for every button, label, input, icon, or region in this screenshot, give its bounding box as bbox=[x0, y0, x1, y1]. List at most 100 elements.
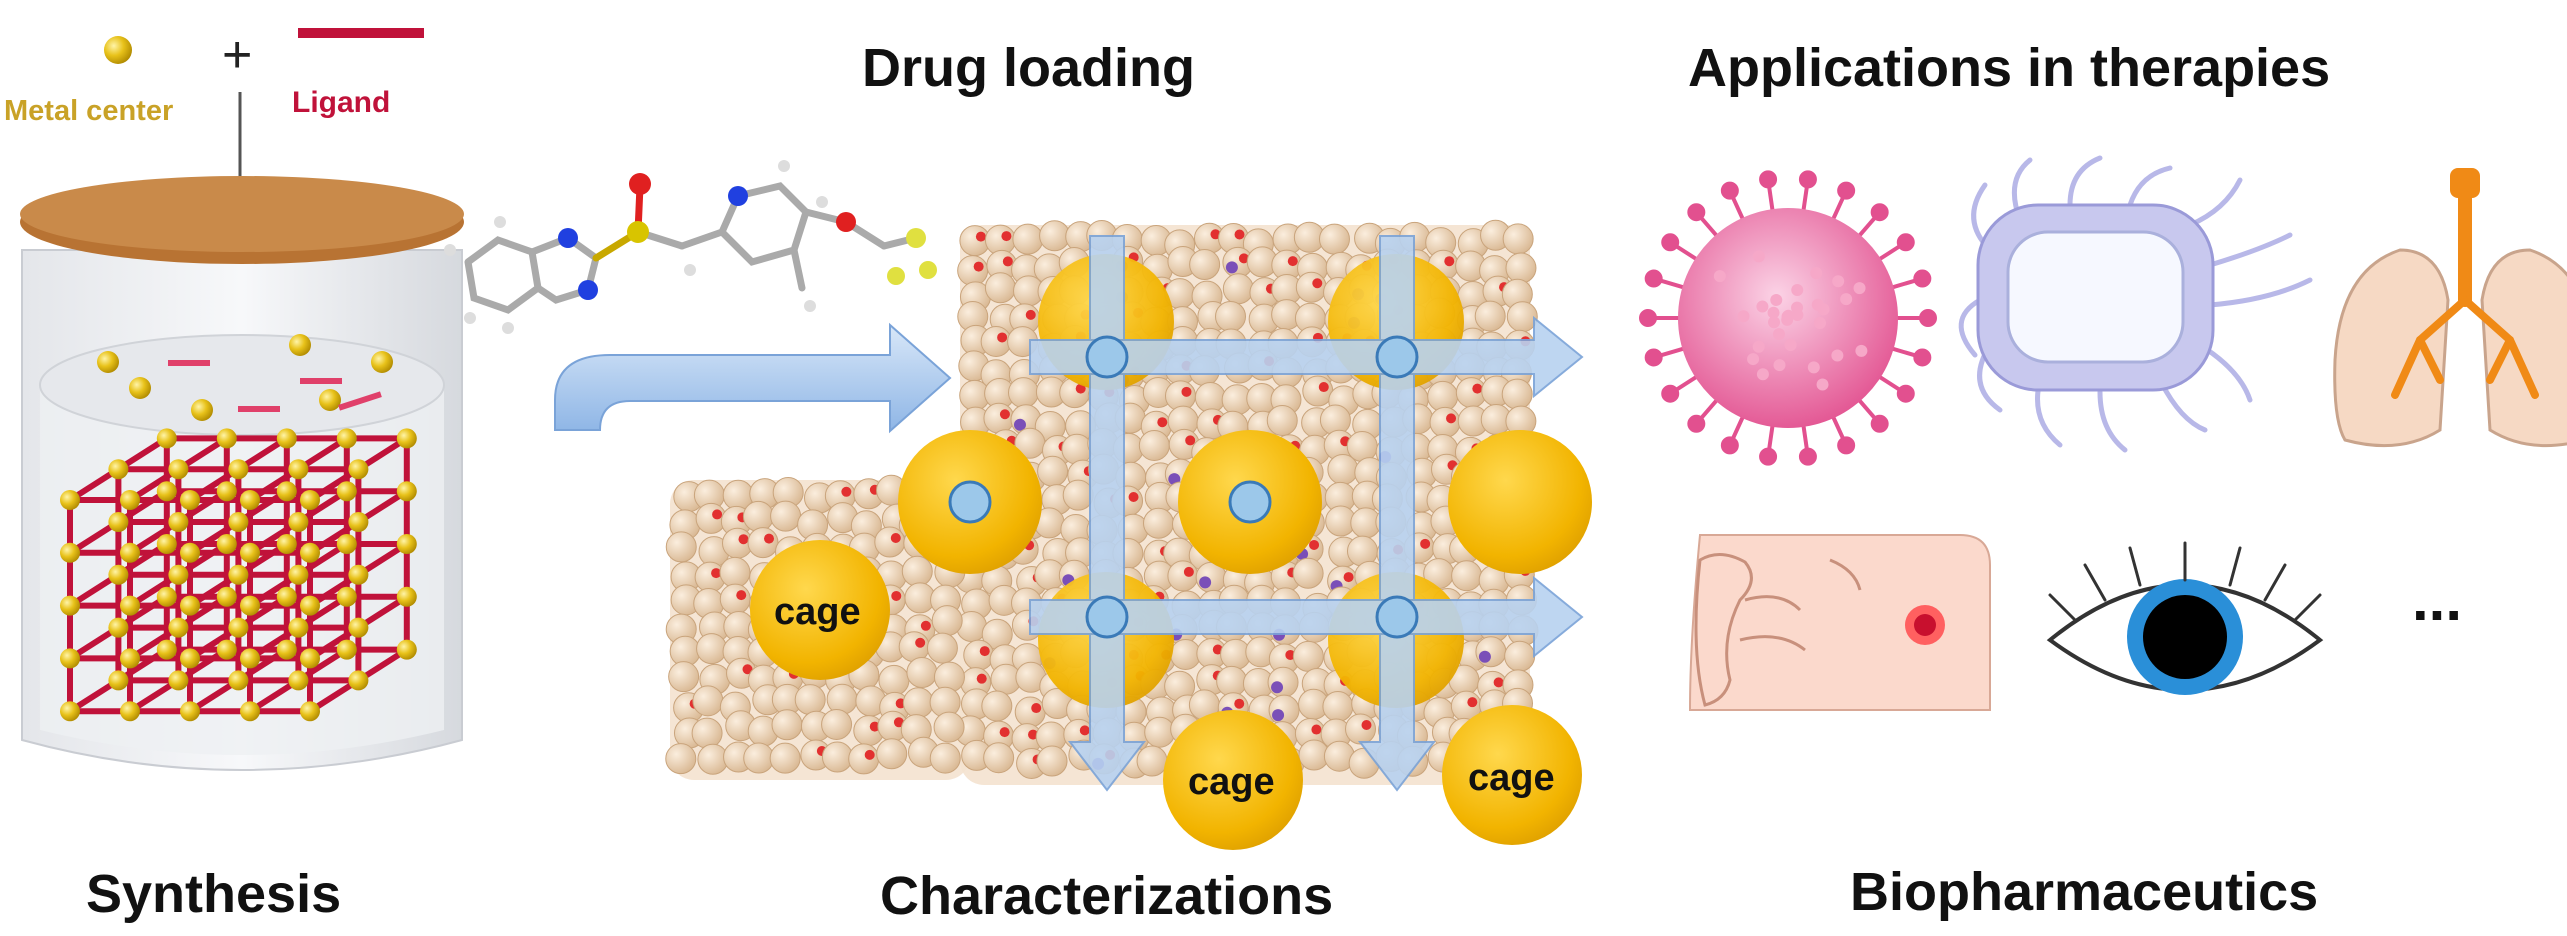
synthesis-title: Synthesis bbox=[86, 864, 341, 924]
lattice-node bbox=[240, 595, 260, 616]
lattice-node bbox=[120, 648, 140, 669]
cage-label-1: cage bbox=[774, 591, 861, 633]
lattice-node bbox=[336, 534, 357, 554]
lattice-node bbox=[240, 701, 260, 722]
reaction-vessel bbox=[20, 176, 464, 771]
lattice-node bbox=[108, 512, 129, 532]
lattice-node bbox=[60, 648, 80, 669]
lattice-node bbox=[108, 564, 129, 585]
lattice-node bbox=[180, 648, 200, 669]
lattice-node bbox=[180, 490, 200, 510]
lattice-node bbox=[216, 586, 237, 607]
cage-label-2: cage bbox=[1188, 761, 1275, 803]
lattice-node bbox=[276, 428, 297, 449]
channel-nodes bbox=[948, 335, 1419, 639]
lattice-node bbox=[216, 428, 237, 449]
applications-panel: Applications in therapies bbox=[1639, 38, 2567, 922]
lattice-node bbox=[216, 481, 237, 502]
cage bbox=[750, 540, 890, 680]
cage bbox=[1442, 705, 1582, 845]
lattice-node bbox=[240, 490, 260, 510]
lattice-node bbox=[228, 670, 249, 691]
mof-crystal-lattice bbox=[60, 428, 417, 722]
precursors bbox=[97, 334, 393, 421]
lattice-node bbox=[300, 595, 320, 616]
lattice-node bbox=[180, 701, 200, 722]
lattice-node bbox=[336, 586, 357, 607]
lattice-node bbox=[168, 670, 189, 691]
lattice-node bbox=[276, 639, 297, 660]
lattice-node bbox=[156, 586, 177, 607]
lattice-node bbox=[156, 639, 177, 660]
lattice-node bbox=[396, 534, 417, 554]
lattice-node bbox=[288, 512, 309, 532]
lattice-node bbox=[240, 648, 260, 669]
ligand-label: Ligand bbox=[292, 86, 390, 119]
lattice-node bbox=[300, 648, 320, 669]
lattice-node bbox=[336, 428, 357, 449]
lattice-node bbox=[276, 534, 297, 554]
lattice-node bbox=[348, 617, 369, 638]
lattice-node bbox=[396, 428, 417, 449]
lattice-node bbox=[168, 617, 189, 638]
lattice-node bbox=[396, 639, 417, 660]
lattice-node bbox=[348, 670, 369, 691]
drug-loading-panel: Drug loading bbox=[444, 38, 1592, 926]
lattice-node bbox=[120, 595, 140, 616]
lattice-node bbox=[156, 481, 177, 502]
lattice-node bbox=[288, 617, 309, 638]
lattice-node bbox=[288, 459, 309, 480]
lattice-node bbox=[276, 481, 297, 502]
drug-loading-arrow bbox=[554, 322, 952, 434]
lattice-node bbox=[108, 617, 129, 638]
lattice-node bbox=[60, 701, 80, 722]
synthesis-panel: Metal center + Ligand bbox=[4, 26, 464, 924]
lattice-node bbox=[228, 617, 249, 638]
lattice-node bbox=[348, 459, 369, 480]
skin-wound-icon bbox=[1688, 534, 1991, 711]
virus-icon bbox=[1639, 170, 1937, 466]
lattice-node bbox=[216, 534, 237, 554]
eye-icon bbox=[2046, 541, 2324, 695]
lattice-node bbox=[180, 595, 200, 616]
bacterium-icon bbox=[1958, 155, 2313, 453]
lattice-node bbox=[168, 512, 189, 532]
metal-center-icon bbox=[104, 36, 132, 64]
drug-loading-title: Drug loading bbox=[862, 38, 1195, 98]
lattice-node bbox=[156, 428, 177, 449]
ligand-icon bbox=[298, 28, 424, 38]
lattice-node bbox=[336, 639, 357, 660]
lattice-node bbox=[228, 459, 249, 480]
cage bbox=[1448, 430, 1592, 574]
biopharmaceutics-title: Biopharmaceutics bbox=[1850, 862, 2318, 922]
lattice-node bbox=[300, 490, 320, 510]
drug-molecule bbox=[464, 182, 920, 314]
lattice-node bbox=[288, 564, 309, 585]
lattice-node bbox=[396, 481, 417, 502]
lattice-node bbox=[396, 586, 417, 607]
lattice-node bbox=[240, 542, 260, 563]
lattice-node bbox=[228, 564, 249, 585]
lattice-node bbox=[108, 459, 129, 480]
lattice-node bbox=[336, 481, 357, 502]
lattice-node bbox=[348, 512, 369, 532]
lattice-node bbox=[156, 534, 177, 554]
lattice-node bbox=[108, 670, 129, 691]
characterizations-title: Characterizations bbox=[880, 866, 1333, 926]
lattice-node bbox=[60, 595, 80, 616]
lattice-node bbox=[168, 564, 189, 585]
lattice-node bbox=[120, 490, 140, 510]
lattice-node bbox=[300, 542, 320, 563]
more-ellipsis: ... bbox=[2412, 566, 2462, 633]
lattice-node bbox=[180, 542, 200, 563]
lungs-icon bbox=[2333, 168, 2567, 448]
lattice-node bbox=[60, 490, 80, 510]
applications-title: Applications in therapies bbox=[1688, 38, 2330, 98]
lattice-node bbox=[228, 512, 249, 532]
lattice-node bbox=[216, 639, 237, 660]
metal-center-label: Metal center bbox=[4, 95, 173, 127]
lattice-node bbox=[348, 564, 369, 585]
lattice-node bbox=[288, 670, 309, 691]
lattice-node bbox=[60, 542, 80, 563]
